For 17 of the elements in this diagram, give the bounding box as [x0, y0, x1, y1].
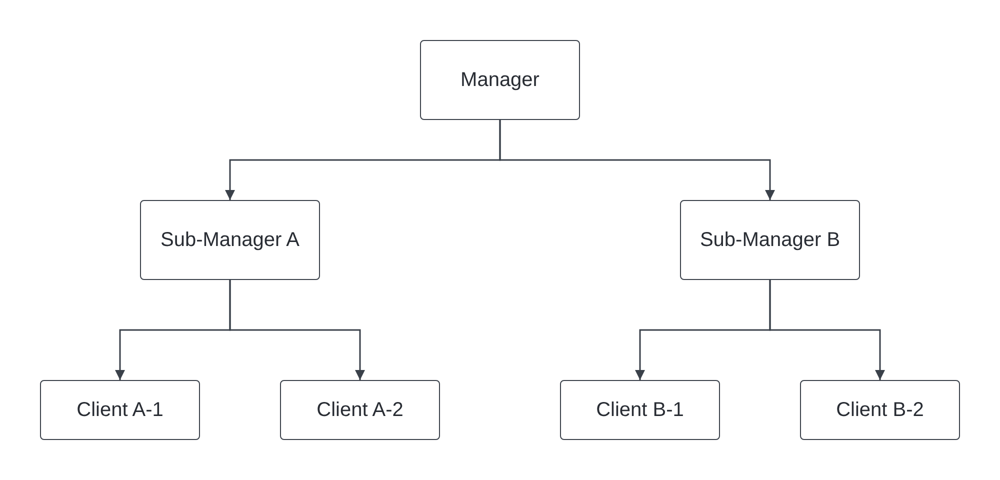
- box-label: Client A-2: [316, 398, 404, 422]
- org-box: [680, 200, 860, 280]
- connector-arrow: [229, 280, 365, 380]
- box-label: Client B-2: [836, 398, 924, 422]
- org-box: [560, 380, 720, 440]
- org-box: [140, 200, 320, 280]
- connector-arrow: [499, 120, 775, 200]
- connector-arrow: [769, 280, 885, 380]
- org-box: [800, 380, 960, 440]
- box-label: Client A-1: [76, 398, 164, 422]
- box-label: Sub-Manager B: [700, 228, 840, 252]
- org-box: [40, 380, 200, 440]
- box-label: Client B-1: [596, 398, 684, 422]
- org-box: [420, 40, 580, 120]
- box-label: Sub-Manager A: [160, 228, 300, 252]
- org-box: [280, 380, 440, 440]
- box-label: Manager: [460, 68, 540, 92]
